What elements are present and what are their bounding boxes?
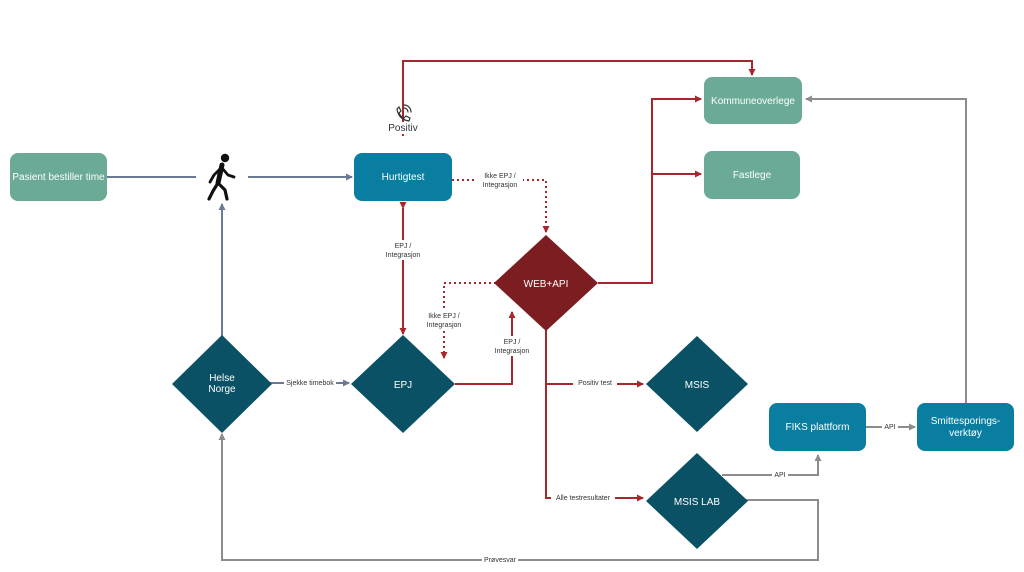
nodes: Pasient bestiller time Hurtigtest Kommun… <box>10 77 1014 549</box>
label-api-fiks: API <box>884 424 895 431</box>
person-walking-icon <box>207 153 236 201</box>
edge-hurtigtest-kommuneoverlege <box>402 60 756 136</box>
label-ikke-epj-left-2: Integrasjon <box>427 322 462 329</box>
label-ikke-epj-left-1: Ikke EPJ / <box>428 313 460 320</box>
node-label-line1: Smittesporings- <box>931 416 1000 427</box>
label-positiv: Positiv <box>388 123 417 134</box>
label-api-lab: API <box>774 472 785 479</box>
node-web-api[interactable]: WEB+API <box>494 235 598 331</box>
label-epj-integrasjon-mid-1: EPJ / <box>395 243 412 250</box>
node-pasient-bestiller-time[interactable]: Pasient bestiller time <box>10 153 107 201</box>
edge-msislab-helsenorge <box>218 433 819 561</box>
label-alle-testresultater: Alle testresultater <box>556 495 611 502</box>
node-fastlege[interactable]: Fastlege <box>704 151 800 199</box>
node-kommuneoverlege[interactable]: Kommuneoverlege <box>704 77 802 124</box>
node-hurtigtest[interactable]: Hurtigtest <box>354 153 452 201</box>
node-label: MSIS <box>685 380 710 391</box>
node-label-line2: verktøy <box>949 428 982 439</box>
node-label: Hurtigtest <box>382 172 425 183</box>
node-label: Kommuneoverlege <box>711 96 795 107</box>
node-helse-norge[interactable]: Helse Norge <box>172 335 272 433</box>
edge-labels: Positiv Ikke EPJ / Integrasjon EPJ / Int… <box>284 122 898 565</box>
edge-smitte-kommuneoverlege <box>805 95 967 403</box>
node-label: Pasient bestiller time <box>12 172 105 183</box>
node-label-line2: Norge <box>208 384 236 395</box>
label-epj-integrasjon-low-2: Integrasjon <box>495 348 530 355</box>
label-provesvar: Prøvesvar <box>484 557 517 564</box>
node-label: Fastlege <box>733 170 772 181</box>
node-label: EPJ <box>394 380 412 391</box>
phone-icon <box>396 104 412 122</box>
node-label: MSIS LAB <box>674 497 720 508</box>
node-epj[interactable]: EPJ <box>351 335 455 433</box>
edge-msislab-fiks <box>722 454 822 476</box>
node-smittesporingsverktoy[interactable]: Smittesporings- verktøy <box>917 403 1014 451</box>
edge-webapi-epj-dotted <box>440 282 496 359</box>
edge-webapi-msis <box>545 330 644 388</box>
node-label-line1: Helse <box>209 373 235 384</box>
node-msis[interactable]: MSIS <box>646 336 748 432</box>
node-label: WEB+API <box>524 279 569 290</box>
edge-webapi-kommuneoverlege <box>598 95 702 284</box>
label-epj-integrasjon-mid-2: Integrasjon <box>386 252 421 259</box>
edge-webapi-msislab <box>545 384 644 502</box>
label-positiv-test: Positiv test <box>578 380 612 387</box>
label-sjekke-timebok: Sjekke timebok <box>286 380 334 387</box>
label-ikke-epj-top-1: Ikke EPJ / <box>484 173 516 180</box>
node-fiks-plattform[interactable]: FIKS plattform <box>769 403 866 451</box>
label-epj-integrasjon-low-1: EPJ / <box>504 339 521 346</box>
node-label: FIKS plattform <box>786 422 850 433</box>
node-msis-lab[interactable]: MSIS LAB <box>646 453 748 549</box>
label-ikke-epj-top-2: Integrasjon <box>483 182 518 189</box>
